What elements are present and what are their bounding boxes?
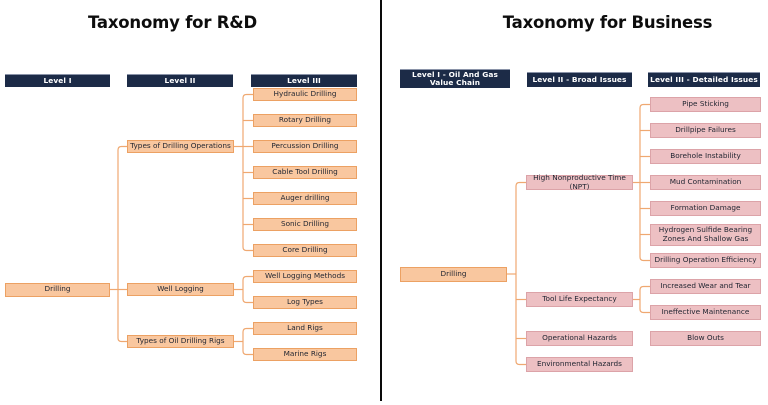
level3-node: Marine Rigs [253, 348, 357, 361]
level3-node: Pipe Sticking [650, 97, 761, 112]
column-header: Level III - Detailed Issues [648, 72, 760, 87]
level1-node: Drilling [400, 266, 507, 282]
level2-node: Environmental Hazards [526, 357, 633, 372]
left-diagram-title: Taxonomy for R&D [87, 13, 257, 32]
level3-node: Log Types [253, 296, 357, 309]
level3-node: Formation Damage [650, 201, 761, 216]
level3-node: Drillpipe Failures [650, 123, 761, 138]
level3-node: Increased Wear and Tear [650, 279, 761, 294]
level3-node: Auger drilling [253, 192, 357, 205]
level3-node: Ineffective Maintenance [650, 305, 761, 320]
level3-node: Percussion Drilling [253, 140, 357, 153]
column-header: Level II - Broad Issues [527, 72, 632, 87]
level3-node: Borehole Instability [650, 149, 761, 164]
level2-node: Types of Drilling Operations [127, 140, 234, 153]
right-diagram-title: Taxonomy for Business [502, 13, 713, 32]
level3-node: Hydraulic Drilling [253, 88, 357, 101]
level3-node: Rotary Drilling [253, 114, 357, 127]
column-header: Level I [5, 74, 110, 87]
level2-node: Well Logging [127, 283, 234, 296]
level2-node: Tool Life Expectancy [526, 292, 633, 307]
level3-node: Drilling Operation Efficiency [650, 253, 761, 268]
column-header: Level I - Oil And Gas Value Chain [400, 69, 510, 88]
level3-node: Hydrogen Sulfide Bearing Zones And Shall… [650, 223, 761, 246]
level3-node: Core Drilling [253, 244, 357, 257]
level1-node: Drilling [5, 282, 110, 297]
level3-node: Land Rigs [253, 322, 357, 335]
level2-node: Types of Oil Drilling Rigs [127, 335, 234, 348]
level2-node: High Nonproductive Time (NPT) [526, 174, 633, 190]
level3-node: Well Logging Methods [253, 270, 357, 283]
column-header: Level III [251, 74, 357, 87]
level2-node: Operational Hazards [526, 331, 633, 346]
column-header: Level II [127, 74, 233, 87]
divider-line [380, 0, 382, 401]
level3-node: Sonic Drilling [253, 218, 357, 231]
level3-node: Blow Outs [650, 331, 761, 346]
level3-node: Cable Tool Drilling [253, 166, 357, 179]
level3-node: Mud Contamination [650, 175, 761, 190]
